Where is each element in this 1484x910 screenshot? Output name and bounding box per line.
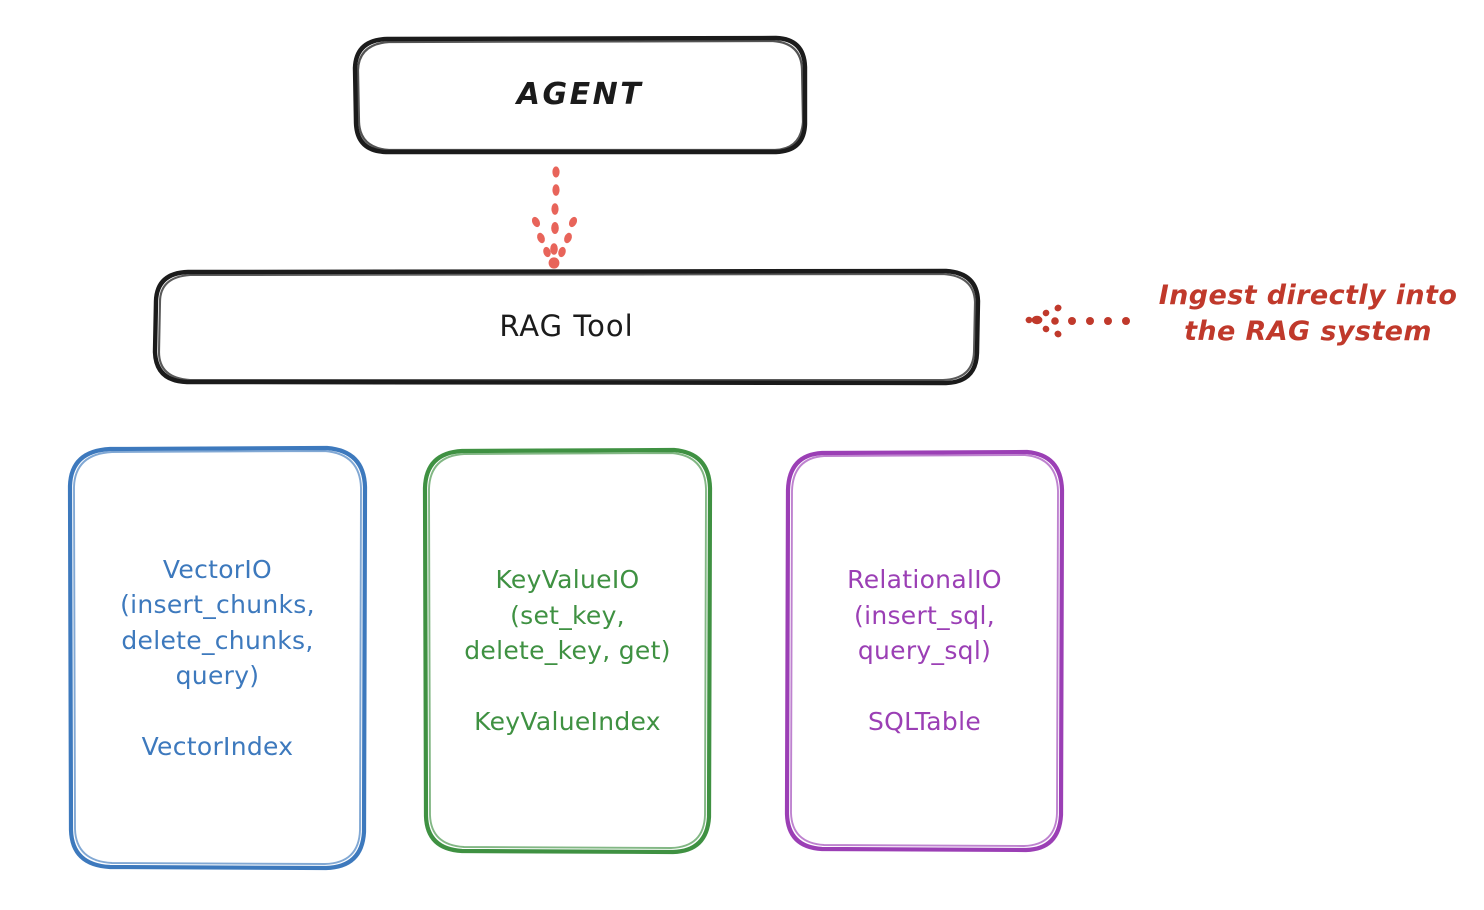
node-agent-label: AGENT (516, 76, 644, 112)
node-vector-io[interactable]: VectorIO (insert_chunks, delete_chunks, … (70, 448, 365, 868)
node-rag-tool[interactable]: RAG Tool (155, 271, 978, 383)
node-key-value-io-label: KeyValueIO (set_key, delete_key, get) Ke… (464, 565, 671, 737)
node-agent[interactable]: AGENT (355, 38, 805, 152)
node-rag-tool-label: RAG Tool (499, 309, 634, 344)
agent-to-rag-tool-connector (531, 166, 578, 269)
node-vector-io-label: VectorIO (insert_chunks, delete_chunks, … (120, 554, 315, 762)
node-relational-io-label: RelationalIO (insert_sql, query_sql) SQL… (847, 565, 1002, 737)
annotation-ingest: Ingest directly into the RAG system (1158, 280, 1458, 348)
node-relational-io[interactable]: RelationalIO (insert_sql, query_sql) SQL… (787, 452, 1062, 850)
ingest-arrow-connector (1025, 304, 1130, 338)
node-key-value-io[interactable]: KeyValueIO (set_key, delete_key, get) Ke… (425, 450, 710, 852)
